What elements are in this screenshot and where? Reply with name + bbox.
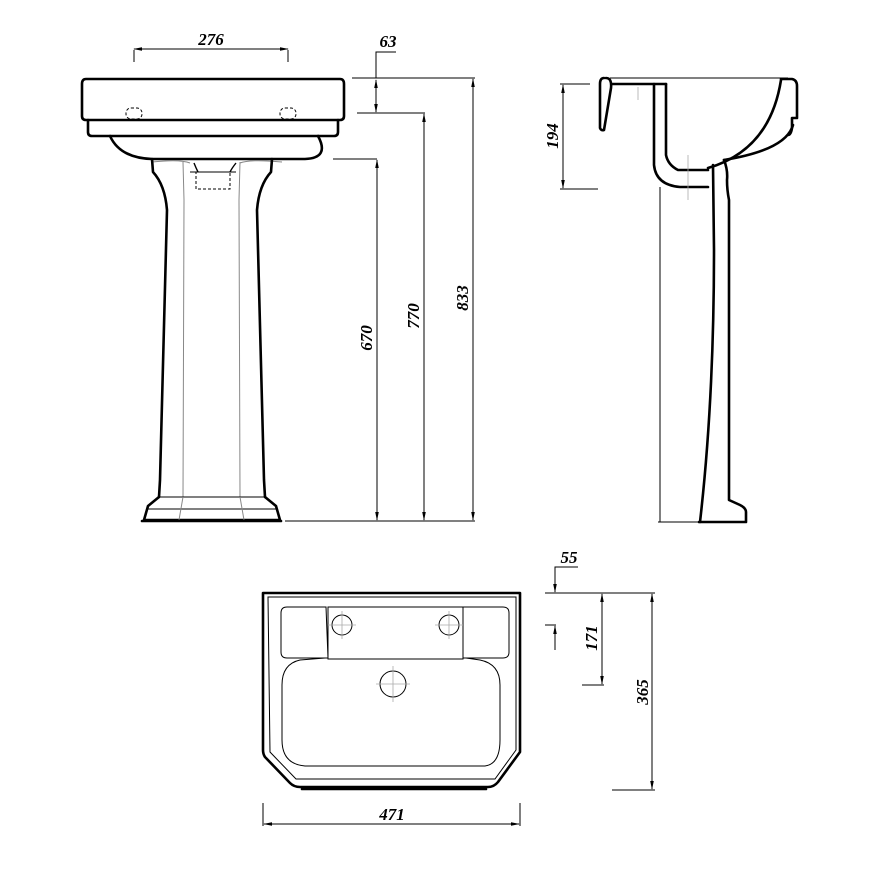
dim-top-back-margin: 55 (561, 548, 579, 567)
front-view: 276 63 670 770 833 (80, 30, 475, 523)
dim-pedestal-height: 670 (357, 325, 376, 351)
dim-tap-deck-depth: 171 (582, 625, 601, 651)
dim-width: 471 (378, 805, 405, 824)
side-view: 194 (543, 76, 799, 524)
dim-tap-hole-spacing: 276 (197, 30, 224, 49)
dim-rim-depth: 63 (380, 32, 398, 51)
dim-projection: 365 (633, 679, 652, 706)
top-view: 471 55 171 365 (261, 548, 655, 826)
dim-overall-height: 833 (453, 285, 472, 311)
dim-side-bowl-depth: 194 (543, 123, 562, 149)
dim-basin-underside-height: 770 (404, 303, 423, 329)
